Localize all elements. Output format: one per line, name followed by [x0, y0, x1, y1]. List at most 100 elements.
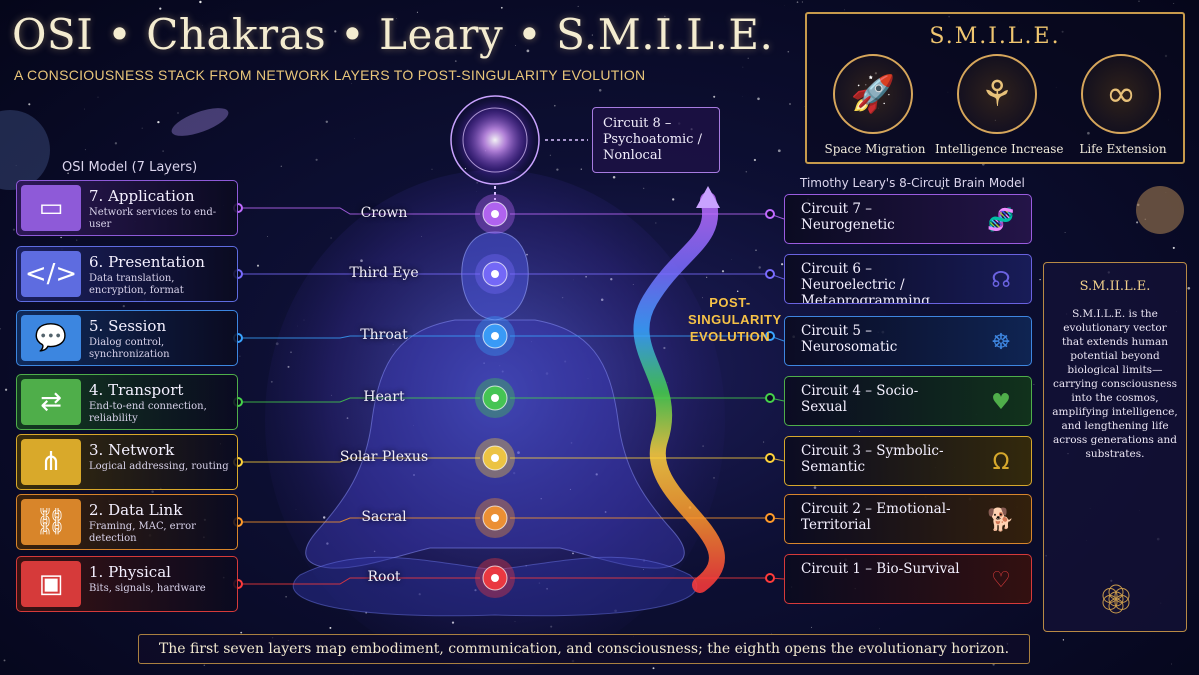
- leary-circuit-7: Circuit 7 – Neurogenetic 🧬: [784, 194, 1032, 244]
- leary-circuit-4: Circuit 4 – Socio-Sexual ♥: [784, 376, 1032, 426]
- smile-item: 🚀 Space Migration: [817, 54, 933, 162]
- chakra-label-throat: Throat: [360, 327, 408, 343]
- osi-connector-line: [238, 207, 480, 215]
- osi-layer-title: 3. Network: [89, 441, 175, 459]
- circuit-title: Circuit 1 – Bio-Survival: [801, 561, 960, 577]
- arrows-icon: ⇄: [21, 379, 81, 425]
- smile-description-panel: S.M.II.L.E. S.M.I.L.E. is the evolutiona…: [1043, 262, 1187, 632]
- network-icon: ⋔: [21, 439, 81, 485]
- circuit-title: Circuit 3 – Symbolic-Semantic: [801, 443, 944, 475]
- rocket-icon: 🚀: [833, 54, 913, 134]
- smile-panel-title: S.M.I.L.E.: [929, 24, 1061, 49]
- connector-endpoint: [765, 513, 775, 523]
- circuit-title: Circuit 4 – Socio-Sexual: [801, 383, 919, 415]
- smile-item: ⚘ Intelligence Increase: [935, 54, 1064, 162]
- connector-endpoint: [765, 269, 775, 279]
- chakra-center: [491, 394, 499, 402]
- chakra-center: [491, 210, 499, 218]
- couple-heart-icon: ♥: [991, 389, 1011, 415]
- footer-text: The first seven layers map embodiment, c…: [158, 641, 1010, 657]
- smile-description-body: S.M.I.L.E. is the evolutionary vector th…: [1052, 308, 1178, 460]
- connector-endpoint: [765, 331, 775, 341]
- leary-circuit-2: Circuit 2 – Emotional-Territorial 🐕: [784, 494, 1032, 544]
- osi-layer-description: Logical addressing, routing: [89, 461, 229, 472]
- osi-layer-description: Network services to end-user: [89, 207, 217, 230]
- connector-endpoint: [765, 573, 775, 583]
- brain-head-icon: ☊: [991, 267, 1011, 293]
- osi-layer-description: Bits, signals, hardware: [89, 583, 206, 594]
- book-symbols-icon: Ω: [992, 449, 1010, 475]
- laptop-icon: ▭: [21, 185, 81, 231]
- ethernet-port-icon: ▣: [21, 561, 81, 607]
- flower-of-life-icon: [1102, 584, 1130, 614]
- meditation-icon: ☸: [991, 329, 1011, 355]
- leary-heading: Timothy Leary's 8-Circuit Brain Model: [800, 176, 1025, 190]
- smile-description-title: S.M.II.L.E.: [1079, 279, 1151, 294]
- brain-icon: ⚘: [957, 54, 1037, 134]
- dna-icon: 🧬: [987, 207, 1015, 233]
- chakra-label-solar-plexus: Solar Plexus: [339, 449, 429, 465]
- osi-connector-line: [238, 397, 480, 403]
- osi-heading: OSI Model (7 Layers): [62, 160, 198, 175]
- osi-layer-description: Framing, MAC, error detection: [89, 521, 196, 544]
- smile-item-label: Life Extension: [1079, 142, 1167, 156]
- osi-layer-description: Dialog control, synchronization: [89, 337, 170, 360]
- osi-connector-line: [238, 517, 480, 523]
- circuit-title: Circuit 6 – Neuroelectric / Metaprogramm…: [801, 261, 930, 304]
- page-subtitle: A CONSCIOUSNESS STACK FROM NETWORK LAYER…: [14, 67, 646, 83]
- smile-item-label: Space Migration: [824, 142, 926, 156]
- leary-circuit-6: Circuit 6 – Neuroelectric / Metaprogramm…: [784, 254, 1032, 304]
- connector-endpoint: [765, 393, 775, 403]
- chakra-label-third-eye: Third Eye: [349, 265, 419, 281]
- brain-animal-icon: 🐕: [987, 507, 1015, 533]
- chakra-label-root: Root: [367, 569, 401, 585]
- circuit-8-title: Circuit 8 – Psychoatomic / Nonlocal: [603, 116, 702, 163]
- osi-layer-title: 1. Physical: [89, 563, 171, 581]
- code-icon: </>: [21, 251, 81, 297]
- dna-infinity-icon: ∞: [1081, 54, 1161, 134]
- osi-connector-line: [238, 457, 480, 463]
- connector-endpoint: [765, 209, 775, 219]
- page-title: OSI • Chakras • Leary • S.M.I.L.E.: [12, 10, 774, 59]
- osi-connector-line: [238, 577, 480, 585]
- post-singularity-evolution-label: POST-SINGULARITY EVOLUTION: [688, 295, 782, 344]
- chakra-center: [491, 270, 499, 278]
- osi-layer-description: End-to-end connection, reliability: [89, 401, 207, 424]
- link-icon: ⛓: [21, 499, 81, 545]
- circuit-8-box: Circuit 8 – Psychoatomic / Nonlocal: [592, 107, 720, 173]
- leary-circuit-3: Circuit 3 – Symbolic-Semantic Ω: [784, 436, 1032, 486]
- chakra-label-sacral: Sacral: [361, 509, 407, 525]
- footer-banner: The first seven layers map embodiment, c…: [138, 634, 1030, 664]
- osi-layer-description: Data translation, encryption, format: [89, 273, 184, 296]
- osi-layer-title: 5. Session: [89, 317, 167, 335]
- chakra-label-heart: Heart: [363, 389, 405, 405]
- chakra-label-crown: Crown: [360, 205, 408, 221]
- chakra-center: [491, 332, 499, 340]
- chakra-center: [491, 574, 499, 582]
- osi-connector-line: [238, 335, 480, 339]
- circuit-title: Circuit 2 – Emotional-Territorial: [801, 501, 951, 533]
- leary-circuit-5: Circuit 5 – Neurosomatic ☸: [784, 316, 1032, 366]
- circuit-title: Circuit 7 – Neurogenetic: [801, 201, 895, 233]
- connector-endpoint: [765, 453, 775, 463]
- chakra-center: [491, 454, 499, 462]
- smile-item-label: Intelligence Increase: [935, 142, 1064, 156]
- osi-layer-title: 4. Transport: [89, 381, 184, 399]
- chat-icon: 💬: [21, 315, 81, 361]
- osi-layer-title: 6. Presentation: [89, 253, 205, 271]
- osi-layer-title: 7. Application: [89, 187, 195, 205]
- smile-panel: S.M.I.L.E. 🚀 Space Migration ⚘ Intelligence…: [805, 12, 1185, 164]
- osi-layer-title: 2. Data Link: [89, 501, 183, 519]
- chakra-center: [491, 514, 499, 522]
- smile-item: ∞ Life Extension: [1065, 54, 1181, 162]
- leary-circuit-1: Circuit 1 – Bio-Survival♡: [784, 554, 1032, 604]
- circuit-title: Circuit 5 – Neurosomatic: [801, 323, 898, 355]
